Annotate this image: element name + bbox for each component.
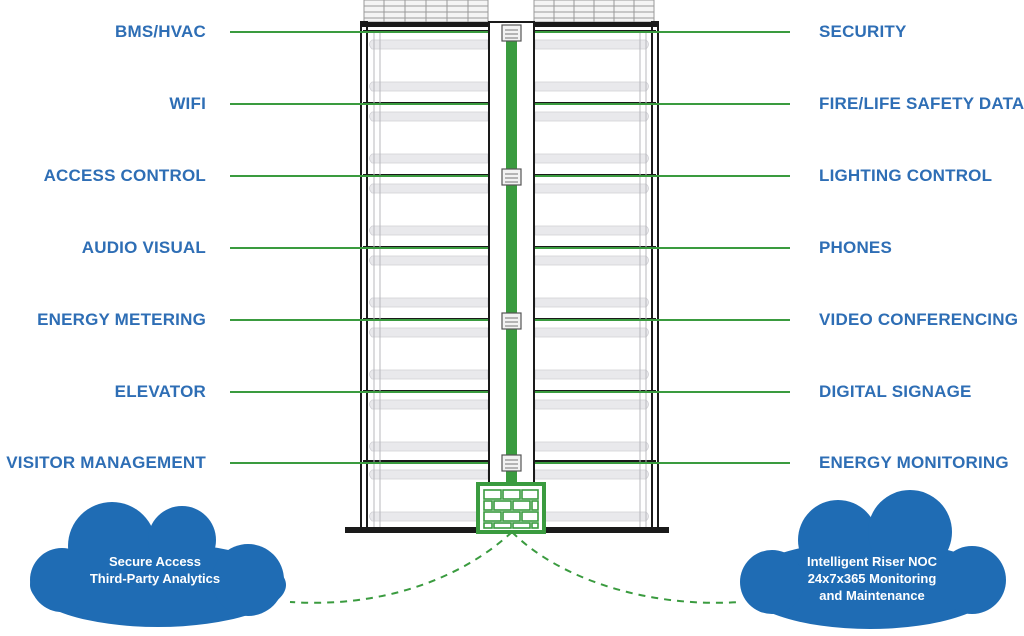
service-label-right: ENERGY MONITORING (819, 453, 1009, 472)
floor-beam (363, 460, 489, 463)
cloud-right-line: and Maintenance (819, 588, 925, 603)
network-switch-icon (501, 168, 522, 186)
cloud-icon (740, 490, 1006, 629)
service-label-right: VIDEO CONFERENCING (819, 310, 1019, 329)
cloud-right-line: 24x7x365 Monitoring (807, 571, 937, 586)
floor-plate (534, 255, 649, 266)
floor-beam (534, 460, 656, 463)
floor-plate (369, 369, 489, 380)
dashed-link-left (289, 531, 513, 604)
service-label-left: ELEVATOR (114, 382, 206, 401)
riser-cable (506, 34, 517, 484)
floor-plate (369, 441, 489, 452)
floor-plate (534, 399, 649, 410)
floor-plate (534, 183, 649, 194)
service-label-left: VISITOR MANAGEMENT (6, 453, 206, 472)
service-label-right: SECURITY (819, 22, 907, 41)
floor-plate (369, 183, 489, 194)
service-label-right: DIGITAL SIGNAGE (819, 382, 972, 401)
floor-plate (534, 153, 649, 164)
service-label-left: BMS/HVAC (114, 22, 206, 41)
cloud-icon (30, 502, 286, 627)
cloud-right-line: Intelligent Riser NOC (806, 554, 938, 569)
floor-plate (534, 469, 649, 480)
service-label-left: ENERGY METERING (37, 310, 206, 329)
floor-plate (534, 225, 649, 236)
cloud-left-line: Third-Party Analytics (89, 571, 221, 586)
brick-wall-icon (476, 482, 546, 534)
floor-plate (534, 441, 649, 452)
floor-plate (534, 81, 649, 92)
service-label-left: AUDIO VISUAL (81, 238, 206, 257)
floor-plate (369, 225, 489, 236)
building-column (651, 21, 659, 529)
floor-plate (369, 111, 489, 122)
floor-plate (369, 399, 489, 410)
network-switch-icon (501, 24, 522, 42)
floor-plate (534, 511, 649, 522)
service-label-right: PHONES (819, 238, 892, 257)
floor-plate (369, 39, 489, 50)
roof-railing-left (363, 0, 489, 23)
service-label-left: WIFI (169, 94, 206, 113)
network-switch-icon (501, 454, 522, 472)
service-label-right: FIRE/LIFE SAFETY DATA (819, 94, 1024, 113)
floor-plate (534, 111, 649, 122)
floor-plate (534, 297, 649, 308)
floor-plate (369, 469, 489, 480)
floor-plate (369, 297, 489, 308)
floor-plate (369, 81, 489, 92)
floor-plate (369, 511, 489, 522)
roof-railing-right (533, 0, 655, 23)
floor-plate (534, 327, 649, 338)
floor-plate (534, 39, 649, 50)
building-column (360, 21, 368, 529)
network-switch-icon (501, 312, 522, 330)
floor-plate (369, 153, 489, 164)
service-label-right: LIGHTING CONTROL (819, 166, 993, 185)
floor-plate (534, 369, 649, 380)
cloud-right-text: Intelligent Riser NOC 24x7x365 Monitorin… (782, 553, 962, 604)
floor-plate (369, 327, 489, 338)
service-label-left: ACCESS CONTROL (43, 166, 206, 185)
cloud-left-text: Secure Access Third-Party Analytics (70, 553, 240, 587)
dashed-link-right (511, 531, 741, 604)
floor-plate (369, 255, 489, 266)
cloud-left-line: Secure Access (108, 554, 202, 569)
